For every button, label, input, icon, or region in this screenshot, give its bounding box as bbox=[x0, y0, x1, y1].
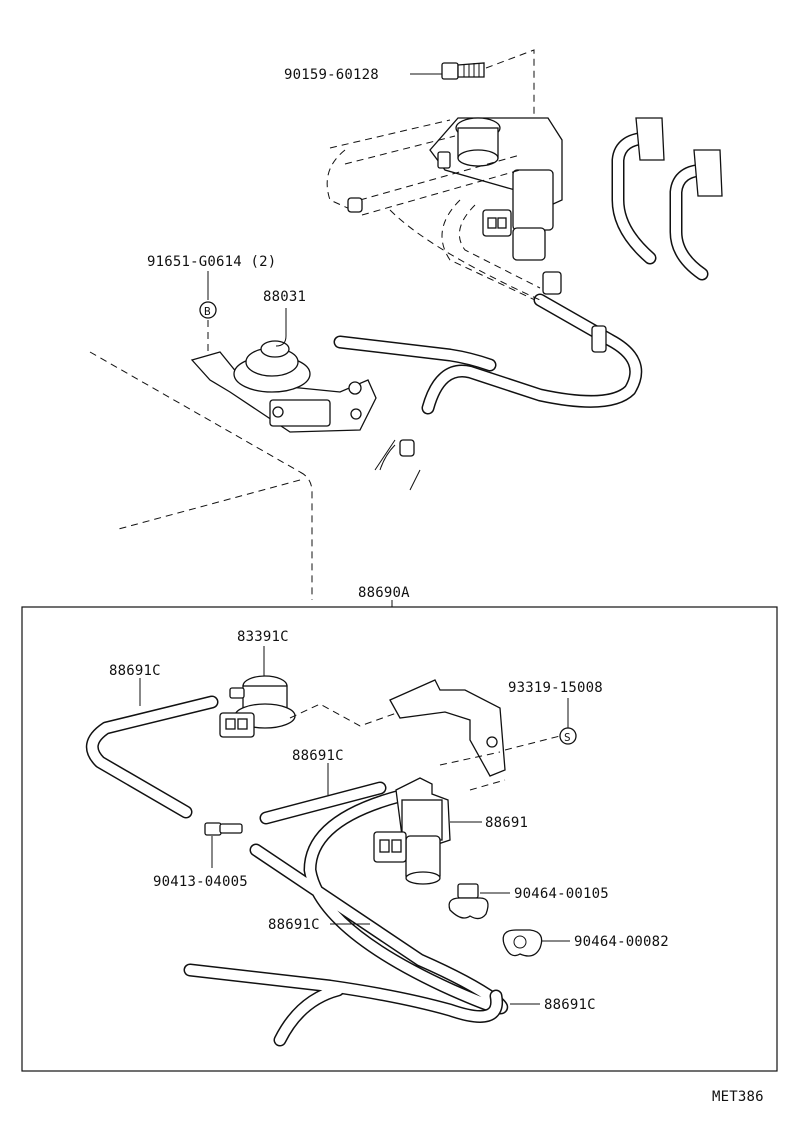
pipe-stub-icon bbox=[374, 439, 421, 491]
kit-hoses bbox=[85, 695, 509, 1047]
label-hose-long: 88691C bbox=[268, 917, 320, 933]
kit-box bbox=[21, 600, 778, 1072]
upper-assembly-view bbox=[89, 49, 723, 600]
label-bolt: 90159-60128 bbox=[284, 67, 379, 83]
leader-lines bbox=[139, 678, 540, 1005]
canister-filter-icon bbox=[219, 646, 406, 738]
label-ref-code: MET386 bbox=[712, 1089, 764, 1105]
label-hose-upper-left: 88691C bbox=[109, 663, 161, 679]
clip-icon-1 bbox=[448, 883, 510, 920]
upper-hoses bbox=[326, 119, 643, 415]
bracket-icon bbox=[389, 679, 577, 791]
clip-icon-2 bbox=[502, 929, 570, 957]
label-modulator: 88031 bbox=[263, 289, 306, 305]
label-connector: 90413-04005 bbox=[153, 874, 248, 890]
connector-icon bbox=[204, 822, 243, 868]
label-hose-middle: 88691C bbox=[292, 748, 344, 764]
vsv-icon bbox=[373, 777, 482, 885]
marker-bracket: S bbox=[564, 731, 571, 744]
marker-screw: B bbox=[204, 305, 211, 318]
label-kit: 88690A bbox=[358, 585, 410, 601]
label-clip-1: 90464-00105 bbox=[514, 886, 609, 902]
label-vsv: 88691 bbox=[485, 815, 528, 831]
body-outline bbox=[89, 351, 313, 600]
label-clip-2: 90464-00082 bbox=[574, 934, 669, 950]
upper-vsv-icon bbox=[429, 117, 563, 261]
screw-leader bbox=[199, 271, 217, 356]
bolt-icon bbox=[410, 49, 535, 128]
vacuum-modulator-icon bbox=[190, 308, 377, 433]
side-hoses bbox=[611, 117, 723, 281]
label-filter: 83391C bbox=[237, 629, 289, 645]
label-bracket-bolt: 93319-15008 bbox=[508, 680, 603, 696]
label-hose-lower: 88691C bbox=[544, 997, 596, 1013]
label-screw: 91651-G0614 (2) bbox=[147, 254, 276, 270]
